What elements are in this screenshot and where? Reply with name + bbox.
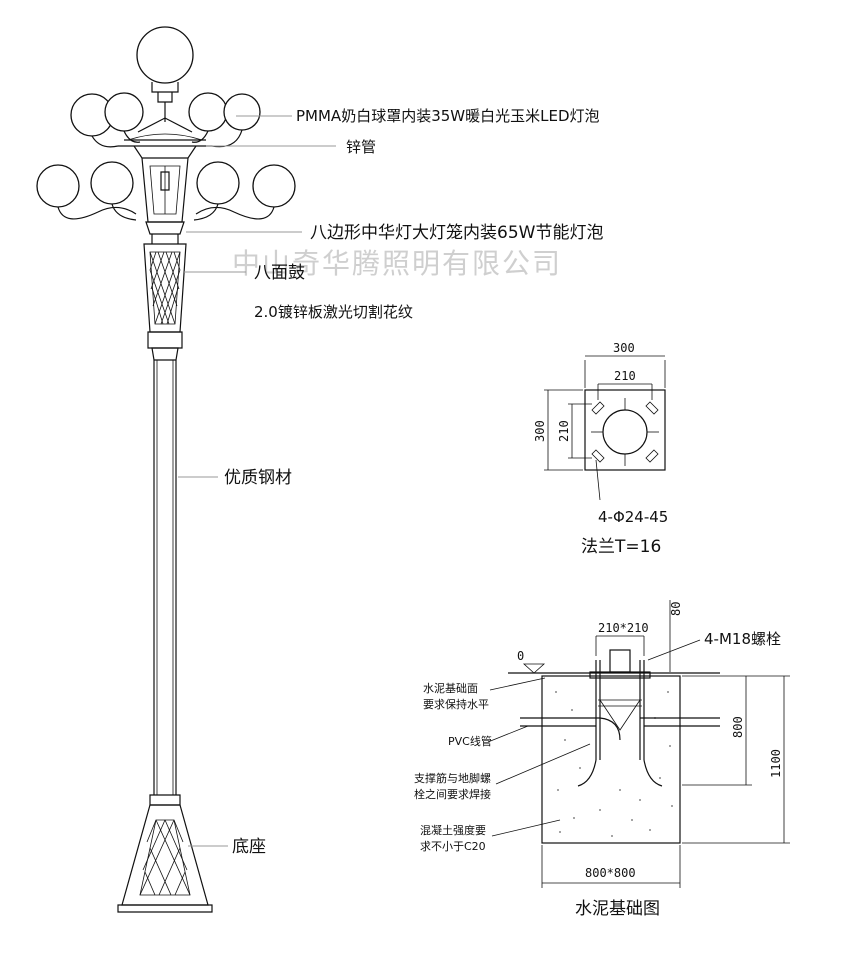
depth-dim: 800: [731, 716, 745, 738]
crown-top: [137, 117, 193, 133]
bolt-protrusion: 80: [669, 602, 683, 616]
note-weld-2: 栓之间要求焊接: [414, 787, 491, 801]
base-collar: [149, 794, 181, 806]
flange-inner-height: 210: [557, 420, 571, 442]
flange-holes-label: 4-Φ24-45: [598, 508, 668, 526]
note-pvc: PVC线管: [448, 734, 492, 748]
concrete-block: [541, 675, 681, 844]
base-lattice: [139, 819, 191, 896]
note-surface-1: 水泥基础面: [423, 682, 478, 695]
globe-lower-1: [36, 164, 80, 208]
note-weld-1: 支撑筋与地脚螺: [414, 771, 491, 785]
flange-outer-height: 300: [533, 420, 547, 442]
callout-zinc-pipe: 锌管: [346, 138, 376, 156]
foundation-detail: 0 210*210 80: [414, 600, 790, 919]
callout-globe: PMMA奶白球罩内装35W暖白光玉米LED灯泡: [296, 107, 600, 125]
globe-lower-2: [90, 161, 134, 205]
callout-base: 底座: [232, 837, 266, 857]
bolts-label: 4-M18螺栓: [704, 630, 781, 648]
callout-laser-cut: 2.0镀锌板激光切割花纹: [254, 303, 413, 321]
globe-upper-2: [104, 92, 144, 132]
foundation-title: 水泥基础图: [575, 899, 660, 919]
note-surface-2: 要求保持水平: [423, 697, 489, 711]
flange-plate: [584, 389, 666, 471]
note-concrete-2: 求不小于C20: [420, 840, 486, 853]
callouts: PMMA奶白球罩内装35W暖白光玉米LED灯泡 锌管 八边形中华灯大灯笼内装65…: [178, 107, 603, 857]
callout-lantern: 八边形中华灯大灯笼内装65W节能灯泡: [310, 223, 603, 243]
globe-upper-4: [223, 93, 261, 131]
callout-drum: 八面鼓: [254, 263, 305, 283]
concrete-speckle: [555, 691, 673, 837]
zero-level: 0: [517, 649, 524, 663]
globe-upper-3: [188, 92, 228, 132]
flange-detail: 300 210 300 210 4-Φ24-45 法兰T=16: [533, 341, 668, 557]
flange-center-hole: [602, 409, 648, 455]
flange-title: 法兰T=16: [581, 537, 661, 557]
flange-inner-width: 210: [614, 369, 636, 383]
pvc-conduit: [520, 717, 621, 741]
watermark-text: 中山奇华腾照明有限公司: [232, 247, 562, 280]
flange-outer-width: 300: [613, 341, 635, 355]
globe-lower-4: [252, 164, 296, 208]
drum-lattice: [149, 251, 181, 325]
globe-lower-3: [196, 161, 240, 205]
callout-steel: 优质钢材: [224, 468, 292, 488]
note-concrete-1: 混凝土强度要: [420, 823, 486, 837]
top-globe: [136, 26, 194, 84]
total-depth-dim: 1100: [769, 749, 783, 778]
bolt-spacing: 210*210: [598, 621, 649, 635]
footprint-dim: 800*800: [585, 866, 636, 880]
lamp-pole: [36, 26, 296, 913]
flange-bolt-slots: [591, 401, 659, 463]
